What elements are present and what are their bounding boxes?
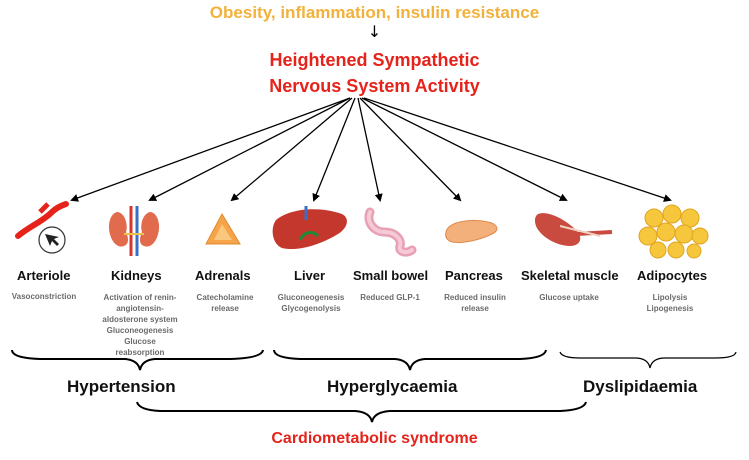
organ-effects-adipocytes: Lipolysis Lipogenesis bbox=[630, 292, 710, 314]
organ-name-pancreas: Pancreas bbox=[445, 268, 503, 283]
organ-name-adipocytes: Adipocytes bbox=[637, 268, 708, 283]
organ-name-skeletal-muscle: Skeletal muscle bbox=[521, 268, 619, 283]
effect-line: Glucose uptake bbox=[539, 293, 599, 302]
effect-line: Gluconeogenesis bbox=[277, 293, 345, 302]
arrow-to-small-bowel bbox=[357, 97, 383, 202]
arrow-to-adipocytes bbox=[363, 97, 672, 202]
outcome-hypertension: Hypertension bbox=[67, 377, 176, 396]
arrow-to-arteriole bbox=[70, 97, 351, 202]
organ-effects-pancreas: Reduced insulin release bbox=[435, 292, 515, 314]
brace-hyperglycaemia bbox=[273, 349, 547, 371]
organ-effects-kidneys: Activation of renin- angiotensin- aldost… bbox=[90, 292, 190, 358]
effect-line: reabsorption bbox=[115, 348, 165, 357]
effect-line: Gluconeogenesis bbox=[106, 326, 174, 335]
effect-line: Vasoconstriction bbox=[11, 292, 77, 301]
effect-line: Catecholamine bbox=[196, 293, 254, 302]
organ-name-arteriole: Arteriole bbox=[17, 268, 71, 283]
effect-line: Reduced insulin bbox=[444, 293, 506, 302]
arrow-to-pancreas bbox=[359, 97, 462, 202]
cardiometabolic-syndrome-label: Cardiometabolic syndrome bbox=[271, 430, 478, 447]
organ-effects-adrenals: Catecholamine release bbox=[185, 292, 265, 314]
brace-dyslipidaemia bbox=[559, 351, 737, 369]
effect-line: release bbox=[461, 304, 489, 313]
effect-line: Lipolysis bbox=[652, 293, 688, 302]
kidneys-icon bbox=[108, 206, 160, 256]
arrow-to-skeletal-muscle bbox=[361, 97, 568, 201]
adipocytes-icon bbox=[638, 204, 709, 259]
effect-line: Glycogenolysis bbox=[281, 304, 341, 313]
arrow-to-adrenals bbox=[230, 97, 353, 202]
sns-heading-line2: Nervous System Activity bbox=[269, 76, 480, 96]
effect-line: Reduced GLP-1 bbox=[360, 293, 420, 302]
brace-hypertension bbox=[11, 349, 264, 371]
pancreas-icon bbox=[445, 219, 498, 243]
organ-name-kidneys: Kidneys bbox=[111, 268, 162, 283]
effect-line: aldosterone system bbox=[102, 315, 178, 324]
cause-heading: Obesity, inflammation, insulin resistanc… bbox=[209, 3, 540, 22]
organ-effects-small-bowel: Reduced GLP-1 bbox=[350, 292, 430, 303]
effect-line: Glucose bbox=[124, 337, 156, 346]
effect-line: angiotensin- bbox=[116, 304, 164, 313]
organ-effects-liver: Gluconeogenesis Glycogenolysis bbox=[268, 292, 354, 314]
effect-line: Activation of renin- bbox=[103, 293, 177, 302]
organ-effects-skeletal-muscle: Glucose uptake bbox=[526, 292, 612, 303]
organ-effects-arteriole: Vasoconstriction bbox=[0, 291, 88, 302]
effect-line: release bbox=[211, 304, 239, 313]
adrenals-icon bbox=[205, 212, 241, 245]
outcome-dyslipidaemia: Dyslipidaemia bbox=[583, 377, 698, 396]
sns-heading-line1: Heightened Sympathetic bbox=[269, 50, 480, 70]
brace-cardiometabolic bbox=[136, 401, 587, 423]
down-arrow-icon: ↓ bbox=[367, 22, 382, 41]
organ-name-small-bowel: Small bowel bbox=[353, 268, 429, 283]
arteriole-icon bbox=[15, 201, 69, 254]
outcome-hyperglycaemia: Hyperglycaemia bbox=[327, 377, 458, 396]
organ-name-adrenals: Adrenals bbox=[195, 268, 251, 283]
arrow-to-liver bbox=[312, 97, 356, 202]
liver-icon bbox=[272, 206, 347, 250]
effect-line: Lipogenesis bbox=[646, 304, 694, 313]
skeletal-muscle-icon bbox=[534, 213, 613, 246]
small-bowel-icon bbox=[364, 207, 417, 257]
organ-name-liver: Liver bbox=[294, 268, 326, 283]
arrow-to-kidneys bbox=[148, 97, 351, 201]
